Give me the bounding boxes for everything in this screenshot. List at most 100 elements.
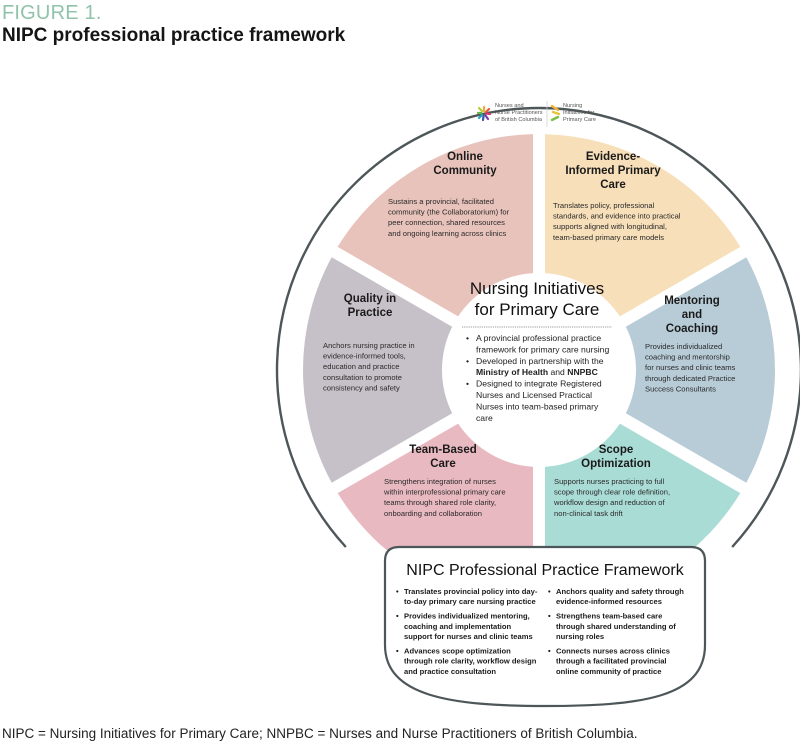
framework-left-bullet-marker: • bbox=[396, 612, 399, 621]
center-bullet-marker: • bbox=[466, 333, 469, 343]
segment-title: Community bbox=[433, 165, 497, 177]
segment-description: community (the Collaboratorium) for bbox=[388, 208, 510, 217]
segment-description: Supports nurses practicing to full bbox=[554, 477, 664, 486]
nipc-logo-line-3: Primary Care bbox=[563, 117, 596, 123]
segment-title: Practice bbox=[348, 307, 393, 319]
segment-description: onboarding and collaboration bbox=[384, 509, 482, 518]
framework-left-bullet-text: Translates provincial policy into day- bbox=[404, 587, 538, 596]
segment-description: team-based primary care models bbox=[553, 233, 664, 242]
framework-left-bullet-marker: • bbox=[396, 587, 399, 596]
segment-title: Care bbox=[430, 458, 456, 470]
framework-right-bullet-marker: • bbox=[548, 612, 551, 621]
center-bullet-marker: • bbox=[466, 379, 469, 389]
segment-description: standards, and evidence into practical bbox=[553, 212, 681, 221]
center-bullet-text: Developed in partnership with the bbox=[476, 356, 604, 366]
segment-title: Mentoring bbox=[664, 295, 720, 307]
center-bullet-text: framework for primary care nursing bbox=[476, 344, 609, 354]
framework-box: NIPC Professional Practice Framework • Tra… bbox=[383, 545, 707, 708]
nnpbc-logo-icon bbox=[476, 105, 492, 122]
framework-left-bullet-text: Advances scope optimization bbox=[404, 646, 511, 655]
segment-description: teams through shared role clarity, bbox=[384, 498, 496, 507]
segment-description: scope through clear role definition, bbox=[554, 488, 670, 497]
segment-description: consultation to promote bbox=[323, 373, 402, 382]
segment-description: education and practice bbox=[323, 362, 399, 371]
segment-description: Sustains a provincial, facilitated bbox=[388, 197, 494, 206]
figure-label: FIGURE 1. bbox=[2, 2, 102, 24]
segment-shape bbox=[337, 134, 534, 317]
footnote: NIPC = Nursing Initiatives for Primary C… bbox=[2, 726, 638, 741]
figure-title: NIPC professional practice framework bbox=[2, 25, 346, 46]
segment-description: through dedicated Practice bbox=[645, 374, 735, 383]
segment-description: and ongoing learning across clinics bbox=[388, 229, 506, 238]
nipc-logo-line-2: Initiatives for bbox=[563, 110, 595, 116]
framework-left-bullet-text: through role clarity, workflow design bbox=[404, 657, 537, 666]
framework-left-bullet-text: to-day primary care nursing practice bbox=[404, 597, 536, 606]
center-bullet-text: Ministry of Health and NNPBC bbox=[476, 367, 598, 377]
segment-title: Scope bbox=[599, 444, 634, 456]
segment-title: Team-Based bbox=[409, 444, 477, 456]
framework-right-bullet-text: through a facilitated provincial bbox=[556, 657, 667, 666]
segment-description: evidence-informed tools, bbox=[323, 352, 406, 361]
framework-right-bullet-marker: • bbox=[548, 646, 551, 655]
framework-box-title: NIPC Professional Practice Framework bbox=[406, 562, 684, 579]
framework-right-bullet-text: Connects nurses across clinics bbox=[556, 646, 670, 655]
framework-left-bullet-marker: • bbox=[396, 646, 399, 655]
segment-description: for nurses and clinic teams bbox=[645, 363, 736, 372]
nnpbc-logo-line-1: Nurses and bbox=[495, 103, 524, 109]
segment-description: Success Consultants bbox=[645, 384, 716, 393]
segment-shape bbox=[625, 257, 775, 483]
framework-box-outline bbox=[383, 545, 707, 708]
segment-shape bbox=[544, 134, 741, 317]
nnpbc-logo-line-3: of British Columbia bbox=[495, 117, 543, 123]
center-circle bbox=[448, 279, 630, 461]
center-bullet-text: Nurses into team-based primary bbox=[476, 401, 599, 411]
center-hub: Nursing Initiatives for Primary Care • A pr… bbox=[448, 279, 630, 461]
center-title: Nursing Initiatives bbox=[470, 279, 604, 298]
center-bullet-text: A provincial professional practice bbox=[476, 333, 601, 343]
segment-description: Anchors nursing practice in bbox=[323, 341, 415, 350]
segment-description: coaching and mentorship bbox=[645, 353, 730, 362]
segment-description: Translates policy, professional bbox=[553, 201, 655, 210]
logo-layer: Nurses and Nurse Practitioners of Britis… bbox=[476, 101, 596, 127]
nipc-logo-icon bbox=[550, 104, 561, 122]
segment-description: within interprofessional primary care bbox=[383, 488, 506, 497]
nnpbc-logo-line-2: Nurse Practitioners bbox=[495, 110, 543, 116]
segment-description: Strengthens integration of nurses bbox=[384, 477, 496, 486]
segment-title: Informed Primary bbox=[565, 165, 661, 177]
center-bullet-text: care bbox=[476, 413, 493, 423]
segment-description: peer connection, shared resources bbox=[388, 218, 505, 227]
center-bullet-text: Nurses and Licensed Practical bbox=[476, 390, 592, 400]
segment-title: Quality in bbox=[344, 293, 396, 305]
segment-description: workflow design and reduction of bbox=[553, 498, 665, 507]
segment-description: consistency and safety bbox=[323, 383, 400, 392]
center-bullet-marker: • bbox=[466, 356, 469, 366]
segment-title: and bbox=[682, 309, 702, 321]
framework-left-bullet-text: support for nurses and clinic teams bbox=[404, 632, 533, 641]
framework-right-bullet-text: nursing roles bbox=[556, 632, 604, 641]
segment-description: Provides individualized bbox=[645, 342, 722, 351]
framework-right-bullet-text: online community of practice bbox=[556, 667, 662, 676]
nipc-logo-line-1: Nursing bbox=[563, 103, 582, 109]
segment-description: supports aligned with longitudinal, bbox=[553, 222, 667, 231]
framework-right-bullet-marker: • bbox=[548, 587, 551, 596]
framework-right-bullet-text: Strengthens team-based care bbox=[556, 612, 662, 621]
segment-title: Optimization bbox=[581, 458, 651, 470]
segment-shape bbox=[303, 257, 453, 483]
segment-title: Coaching bbox=[666, 323, 718, 335]
framework-right-bullet-text: Anchors quality and safety through bbox=[556, 587, 684, 596]
segment-title: Evidence- bbox=[586, 151, 640, 163]
segment-title: Care bbox=[600, 179, 626, 191]
framework-left-bullet-text: and practice consultation bbox=[404, 667, 496, 676]
framework-right-bullet-text: evidence-informed resources bbox=[556, 597, 662, 606]
framework-right-bullet-text: through shared understanding of bbox=[556, 622, 676, 631]
center-bullet-text: Designed to integrate Registered bbox=[476, 379, 602, 389]
framework-left-bullet-text: coaching and implementation bbox=[404, 622, 512, 631]
center-title: for Primary Care bbox=[475, 300, 600, 319]
segment-title: Online bbox=[447, 151, 483, 163]
segment-description: non-clinical task drift bbox=[554, 509, 624, 518]
framework-left-bullet-text: Provides individualized mentoring, bbox=[404, 612, 530, 621]
